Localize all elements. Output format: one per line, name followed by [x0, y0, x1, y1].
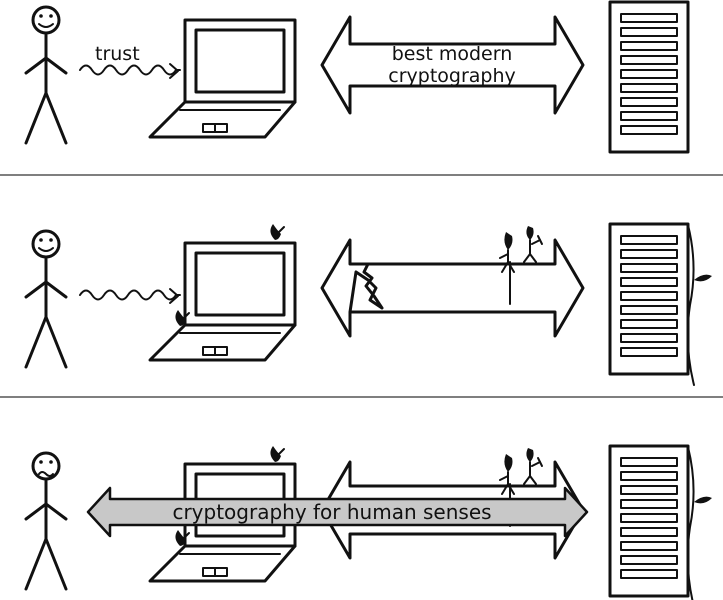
arrow-label-line-2: cryptography	[388, 65, 516, 87]
bug-icon	[174, 529, 190, 547]
bug-icon	[269, 223, 285, 241]
human-senses-arrow	[86, 486, 589, 538]
vine-icon	[686, 224, 713, 386]
server-rack-icon	[608, 0, 690, 154]
panel-1: trust best modern cryptography	[24, 0, 690, 154]
cracked-double-arrow	[320, 238, 585, 338]
worried-stick-figure-icon	[24, 451, 68, 591]
arrow-label-line-1: best modern	[392, 43, 513, 65]
double-arrow	[320, 15, 585, 115]
trust-squiggle	[79, 288, 181, 304]
bug-icon	[269, 445, 285, 463]
vine-icon	[686, 446, 713, 600]
trust-squiggle	[79, 63, 181, 79]
panel-3: cryptography for human senses	[24, 444, 713, 600]
happy-stick-figure-icon	[24, 229, 68, 369]
human-senses-label: cryptography for human senses	[172, 500, 491, 524]
server-rack-icon	[608, 222, 690, 376]
panel-2	[24, 222, 713, 386]
trust-label: trust	[95, 43, 140, 65]
happy-stick-figure-icon	[24, 5, 68, 145]
server-rack-icon	[608, 444, 690, 598]
laptop-icon	[148, 18, 297, 139]
